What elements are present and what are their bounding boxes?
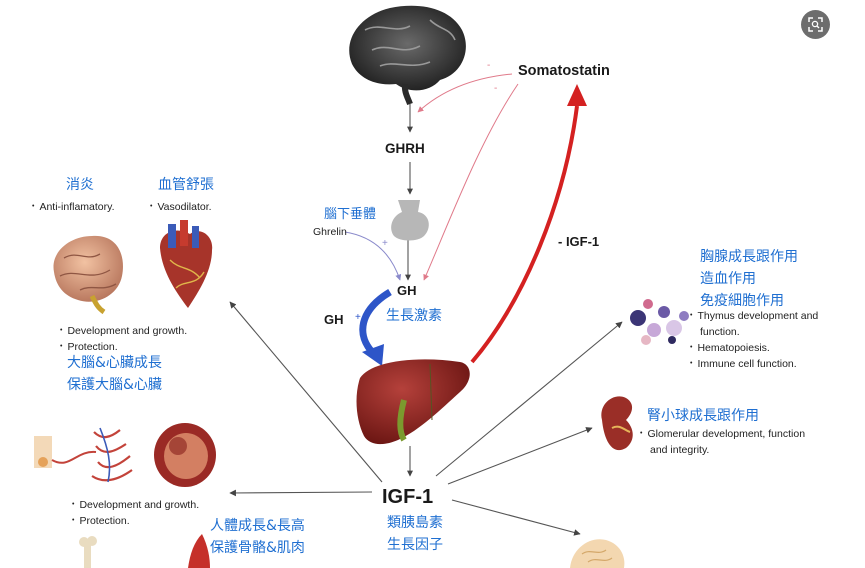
body-bullets: Development and growth. Protection. [72,497,199,529]
thymus-zh-1: 胸腺成長跟作用 [700,249,798,265]
thymus-zh-2: 造血作用 [700,271,756,287]
somatostatin-minus-1: - [487,60,491,71]
gh-plus: + [355,312,361,323]
brain-heart-zh-1: 大腦&心臟成長 [67,355,162,371]
muscle-image [188,534,210,568]
igf1-label: IGF-1 [382,486,434,508]
pituitary-image [391,200,429,241]
inflammation-bullet: Anti-inflamatory. [32,199,114,215]
arrow-to-thymus [435,321,623,477]
fetus-image [154,423,216,487]
arrow-to-body [229,489,373,497]
igf1-zh-label-1: 類胰島素 [387,515,443,531]
ghrelin-plus: + [382,238,388,249]
gh-left-label: GH [324,312,344,327]
arrow-to-other [451,499,581,536]
vessels-bullet: Vasodilator. [150,199,211,215]
brain-heart-bullets: Development and growth. Protection. [60,323,187,355]
igf1-zh-label-2: 生長因子 [387,537,443,553]
kidney-bullets: Glomerular development, function and int… [640,426,805,458]
arrow-somatostatin-gh [423,83,519,281]
body-zh-1: 人體成長&長高 [210,518,305,534]
kidney-zh: 腎小球成長跟作用 [647,408,759,424]
pituitary-label: 腦下垂體 [324,207,377,222]
brain-organ-image [53,235,123,315]
baby-image [570,539,625,568]
arrow-igf1-feedback [470,105,579,364]
scan-icon [808,17,823,32]
arrow-to-brain-heart [229,301,383,483]
ghrh-label: GHRH [385,141,425,156]
body-zh-2: 保護骨骼&肌肉 [210,540,305,556]
brain-image [349,5,466,106]
somatostatin-label: Somatostatin [518,63,610,79]
thymus-zh-3: 免疫細胞作用 [700,293,784,309]
gh-zh-label: 生長激素 [386,308,442,324]
liver-image [356,359,470,445]
ghrelin-label: Ghrelin [313,226,347,238]
inflammation-title: 消炎 [66,177,94,193]
vasculature-image [34,427,133,483]
arrow-ghrelin [344,231,402,281]
arrow-somatostatin-ghrh [417,73,513,113]
heart-image [160,220,213,308]
vessels-title: 血管舒張 [158,177,214,193]
arrow-to-kidney [447,427,593,485]
thymus-bullets: Thymus development and function. Hematop… [690,308,818,372]
arrow-gh-liver [359,288,392,357]
brain-heart-zh-2: 保護大腦&心臟 [67,377,162,393]
igf1-feedback-label: - IGF-1 [558,234,600,249]
kidney-image [601,396,633,451]
bone-image [79,536,97,568]
somatostatin-minus-2: - [494,83,498,94]
gh-label: GH [397,283,417,298]
blood-cells-image [630,299,689,345]
scan-button[interactable] [801,10,830,39]
